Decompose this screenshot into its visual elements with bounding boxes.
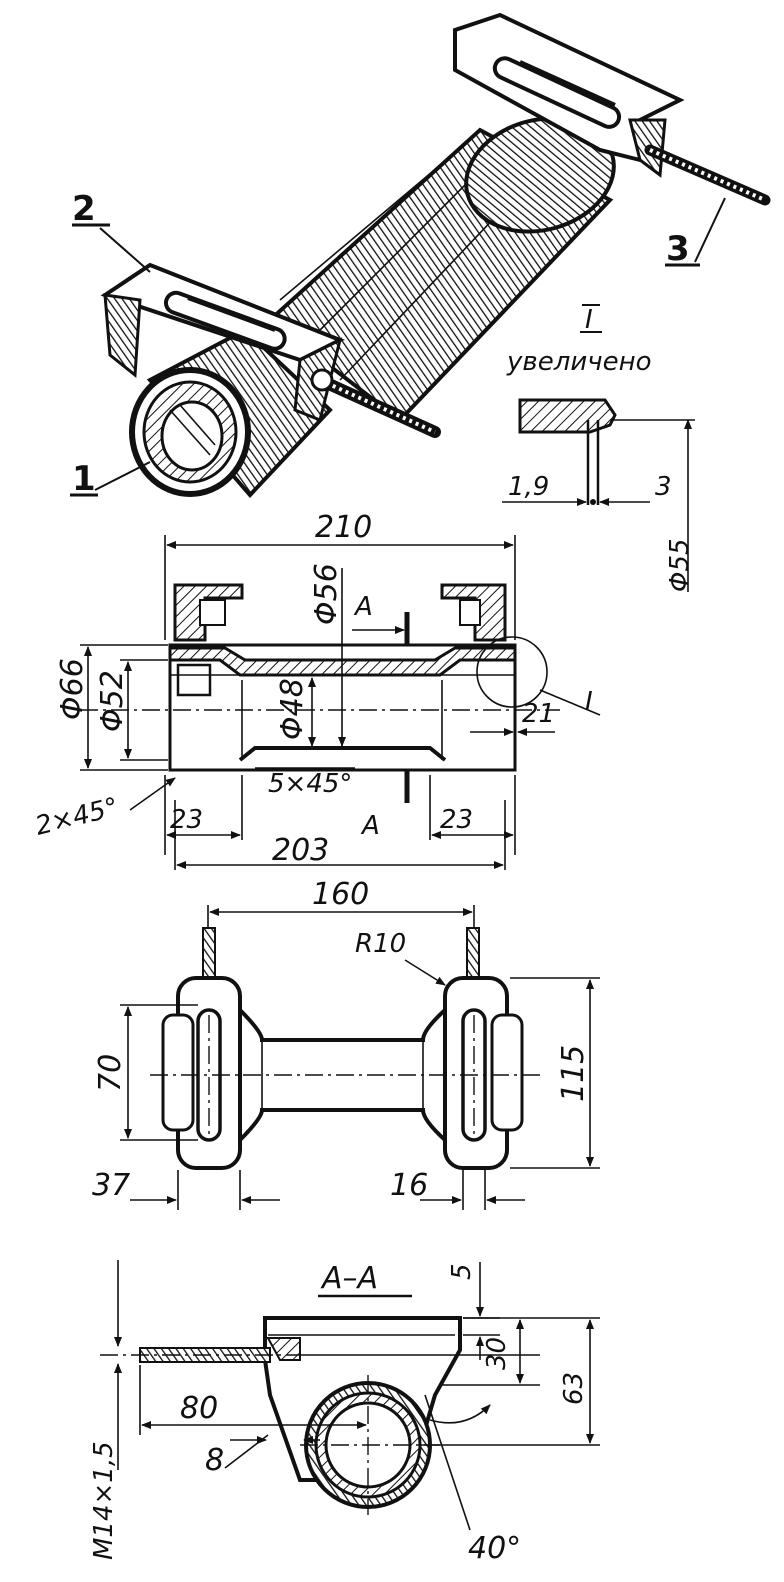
dim-bracket-height: 115 xyxy=(556,1045,591,1102)
section-mark-top: A xyxy=(353,592,373,622)
dim-plate-thickness: 5 xyxy=(447,1263,477,1280)
detail-ref-mark: I xyxy=(585,687,593,717)
callout-2: 2 xyxy=(72,189,151,273)
dim-radius: R10 xyxy=(355,929,406,959)
rear-collar xyxy=(464,116,616,234)
dim-thread: M14×1,5 xyxy=(89,1441,119,1560)
dim-screw-length: 80 xyxy=(180,1391,218,1426)
front-screw xyxy=(310,368,441,438)
front-tube-end xyxy=(129,327,333,498)
section-title: А–А xyxy=(320,1261,378,1296)
detail-dim-right: 3 xyxy=(655,472,672,502)
dim-slot-length: 70 xyxy=(93,1054,128,1092)
dim-inner-length: 203 xyxy=(272,833,329,868)
dim-screw-height: 30 xyxy=(482,1337,512,1370)
top-view: 160 R10 70 115 xyxy=(92,877,600,1210)
dim-right-edge: 21 xyxy=(522,699,555,729)
isometric-view: 2 1 3 xyxy=(70,12,771,499)
dim-chamfer-inner: 5×45° xyxy=(268,769,352,799)
callout-3: 3 xyxy=(665,197,726,269)
section-mark-bottom: A xyxy=(360,811,380,841)
dim-chamfer-end: 2×45° xyxy=(32,792,121,842)
detail-view: I увеличено 1,9 3 Φ55 xyxy=(502,304,695,592)
detail-marker: I xyxy=(585,305,593,335)
dim-bore-diameter: Φ52 xyxy=(95,670,130,732)
dim-screw-spacing: 160 xyxy=(312,877,369,912)
dim-outer-diameter: Φ66 xyxy=(55,658,90,720)
dim-angle: 40° xyxy=(468,1531,521,1566)
front-bracket xyxy=(100,262,345,423)
front-section-view: 210 A A I Φ66 Φ52 xyxy=(32,510,601,870)
section-aa-view: А–А 5 30 63 M14×1,5 xyxy=(89,1260,600,1566)
callout-body-label: 1 xyxy=(72,459,96,499)
dim-right-step: 23 xyxy=(440,805,473,835)
dim-inner-diameter: Φ48 xyxy=(275,678,310,740)
dim-flange-diameter: Φ56 xyxy=(309,563,344,625)
detail-dim-left: 1,9 xyxy=(508,472,549,502)
callout-screw-label: 3 xyxy=(666,229,690,269)
detail-dim-diameter: Φ55 xyxy=(665,538,695,592)
callout-1: 1 xyxy=(70,459,151,499)
dim-bracket-width: 37 xyxy=(92,1168,130,1203)
dim-overall-length: 210 xyxy=(315,510,372,545)
dim-offset: 8 xyxy=(205,1443,224,1478)
rear-screw xyxy=(644,144,771,206)
detail-caption: увеличено xyxy=(506,347,652,377)
callout-bracket-label: 2 xyxy=(72,189,96,229)
dim-total-height: 63 xyxy=(559,1372,589,1405)
dim-slot-offset: 16 xyxy=(390,1168,428,1203)
